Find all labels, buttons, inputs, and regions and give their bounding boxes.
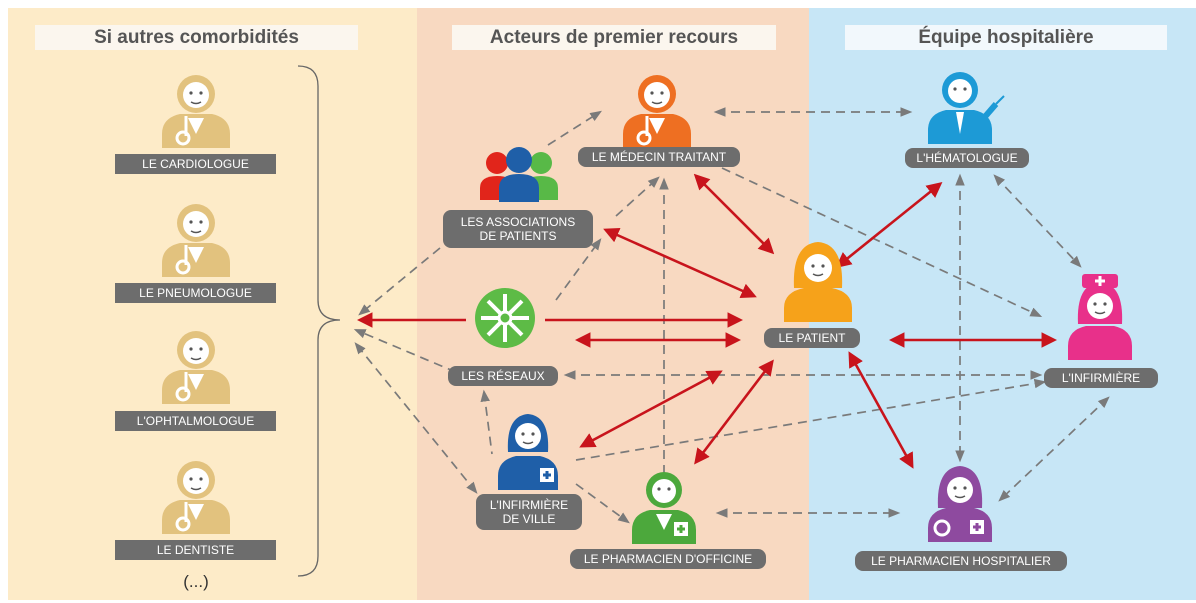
label-hospital-pharmacist: LE PHARMACIEN HOSPITALIER: [855, 551, 1067, 571]
header-primary-care: Acteurs de premier recours: [452, 25, 776, 50]
strong-connections: [356, 173, 1058, 469]
community-nurse-icon: [498, 414, 558, 490]
label-patient-associations-line2: DE PATIENTS: [479, 229, 557, 243]
label-community-pharmacist: LE PHARMACIEN D'OFFICINE: [570, 549, 766, 569]
hospital-nurse-icon: [1068, 274, 1132, 360]
label-general-practitioner: LE MÉDECIN TRAITANT: [578, 147, 740, 167]
label-patient-associations-line1: LES ASSOCIATIONS: [460, 215, 576, 229]
grouping-brace: [297, 65, 341, 577]
label-community-nurse-line1: L'INFIRMIÈRE: [489, 498, 569, 512]
ophthalmologist-icon: [160, 329, 232, 406]
networks-icon: [475, 288, 535, 348]
hematologist-icon: [928, 72, 1005, 144]
header-comorbidities: Si autres comorbidités: [35, 25, 358, 50]
dentist-icon: [160, 459, 232, 536]
label-community-nurse-line2: DE VILLE: [502, 512, 556, 526]
label-pulmonologist: LE PNEUMOLOGUE: [115, 283, 276, 303]
label-community-nurse: L'INFIRMIÈRE DE VILLE: [476, 494, 582, 530]
label-cardiologist: LE CARDIOLOGUE: [115, 154, 276, 174]
label-hospital-nurse: L'INFIRMIÈRE: [1044, 368, 1158, 388]
pulmonologist-icon: [160, 202, 232, 279]
more-specialists-ellipsis: (...): [183, 572, 209, 591]
header-hospital-team: Équipe hospitalière: [845, 25, 1167, 50]
general-practitioner-icon: [621, 73, 693, 150]
label-patient-associations: LES ASSOCIATIONS DE PATIENTS: [443, 210, 593, 248]
patient-icon: [784, 242, 852, 322]
specialist-icons: [160, 73, 232, 536]
hospital-pharmacist-icon: [928, 466, 992, 542]
cardiologist-icon: [160, 73, 232, 150]
label-patient: LE PATIENT: [764, 328, 860, 348]
label-ophthalmologist: L'OPHTALMOLOGUE: [115, 411, 276, 431]
patient-associations-icon: [480, 147, 558, 202]
label-networks: LES RÉSEAUX: [448, 366, 558, 386]
label-hematologist: L'HÉMATOLOGUE: [905, 148, 1029, 168]
dashed-connections: [353, 107, 1110, 524]
label-dentist: LE DENTISTE: [115, 540, 276, 560]
community-pharmacist-icon: [632, 472, 696, 544]
